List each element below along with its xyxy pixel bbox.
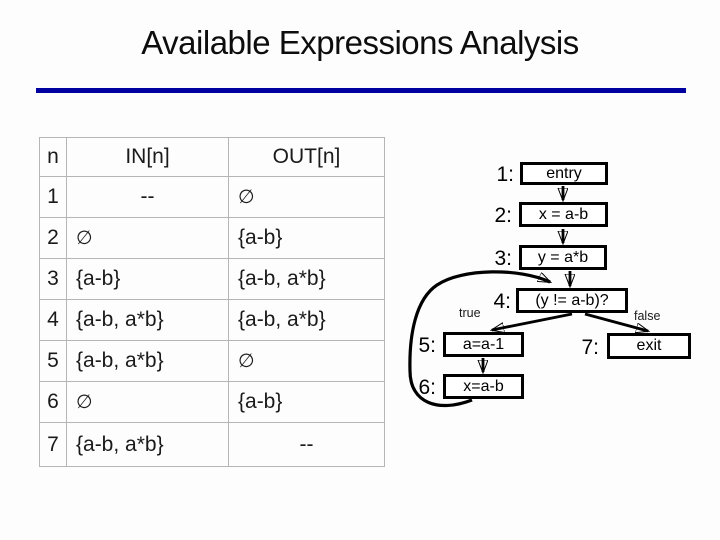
title-underline [36,88,686,93]
cfg-node-4-label: 4: [493,290,511,313]
cell-n-1: 1 [39,176,67,218]
table-row: 1 -- ∅ [39,176,385,218]
cell-out-5: ∅ [228,340,385,382]
cfg-node-2: x = a-b [519,202,608,227]
edge-4-5-true [492,312,573,330]
table-header-row: n IN[n] OUT[n] [39,137,385,177]
col-header-in: IN[n] [66,137,229,177]
table-row: 3 {a-b} {a-b, a*b} [39,258,385,300]
cell-out-4: {a-b, a*b} [228,299,385,341]
slide-title: Available Expressions Analysis [141,24,579,61]
cfg-node-2-label: 2: [494,204,512,227]
cell-in-5: {a-b, a*b} [66,340,229,382]
cell-in-6: ∅ [66,381,229,423]
cfg-node-5-label: 5: [418,334,436,357]
cell-out-2: {a-b} [228,217,385,259]
false-edge-label: false [634,309,661,323]
col-header-out: OUT[n] [228,137,385,177]
col-header-n: n [39,137,67,177]
cfg-node-7-exit: exit [607,333,691,359]
cell-in-2: ∅ [66,217,229,259]
cfg-node-1-entry: entry [520,162,608,185]
table-row: 2 ∅ {a-b} [39,217,385,259]
cell-in-3: {a-b} [66,258,229,300]
cell-out-1: ∅ [228,176,385,218]
cell-n-7: 7 [39,422,67,467]
cell-in-4: {a-b, a*b} [66,299,229,341]
cell-n-5: 5 [39,340,67,382]
table-row: 4 {a-b, a*b} {a-b, a*b} [39,299,385,341]
cfg-node-5: a=a-1 [443,332,524,357]
cfg-node-1-label: 1: [496,163,514,186]
cell-n-2: 2 [39,217,67,259]
cell-in-7: {a-b, a*b} [66,422,229,467]
cell-out-7: -- [228,422,385,467]
table-row: 6 ∅ {a-b} [39,381,385,423]
cfg-node-3-label: 3: [494,247,512,270]
cell-n-3: 3 [39,258,67,300]
cell-n-4: 4 [39,299,67,341]
cfg-node-6-label: 6: [418,376,436,399]
true-edge-label: true [459,306,481,320]
cell-out-3: {a-b, a*b} [228,258,385,300]
cfg-node-4-branch: (y != a-b)? [516,288,628,313]
in-out-table: n IN[n] OUT[n] 1 -- ∅ 2 ∅ {a-b} 3 {a-b} … [39,137,385,467]
cfg-node-3: y = a*b [519,245,607,270]
cfg-node-7-label: 7: [581,336,599,359]
cell-n-6: 6 [39,381,67,423]
cell-in-1: -- [66,176,229,218]
table-row: 7 {a-b, a*b} -- [39,422,385,467]
cfg-node-6: x=a-b [443,374,524,399]
table-row: 5 {a-b, a*b} ∅ [39,340,385,382]
cell-out-6: {a-b} [228,381,385,423]
